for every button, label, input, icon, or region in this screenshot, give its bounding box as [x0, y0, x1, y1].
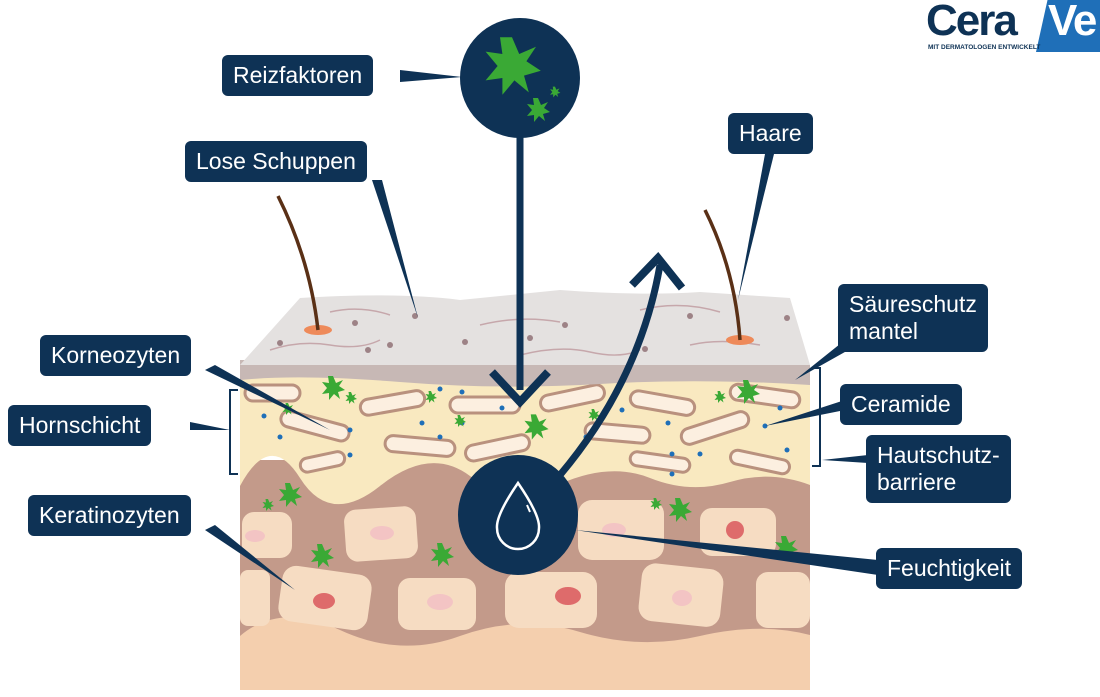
label-hautschutz-line2: barriere [877, 469, 957, 495]
label-saeureschutz-line1: Säureschutz [849, 291, 977, 317]
label-hautschutzbarriere: Hautschutz- barriere [866, 435, 1011, 503]
label-feuchtigkeit: Feuchtigkeit [876, 548, 1023, 589]
keratinocyte-cells [240, 500, 810, 631]
water-drop-icon [495, 480, 541, 551]
horny-layer-bracket-left [229, 389, 238, 475]
label-saeureschutz-line2: mantel [849, 318, 919, 344]
label-reizfaktoren: Reizfaktoren [222, 55, 374, 96]
label-hornschicht: Hornschicht [8, 405, 152, 446]
moisture-outbound-arrow [557, 251, 686, 478]
label-korneozyten: Korneozyten [40, 335, 192, 376]
label-lose-schuppen: Lose Schuppen [185, 141, 367, 182]
logo-brand-right-box: Ve [1036, 0, 1100, 52]
label-keratinozyten: Keratinozyten [28, 495, 191, 536]
hair-right [703, 209, 754, 345]
logo-tagline: MIT DERMATOLOGEN ENTWICKELT [928, 44, 1041, 51]
label-haare: Haare [728, 113, 813, 154]
acid-mantle-layer [240, 360, 810, 387]
moisture-circle [458, 455, 578, 575]
label-ceramide: Ceramide [840, 384, 962, 425]
hair-left [276, 195, 332, 335]
logo-brand-right: Ve [1048, 0, 1097, 45]
label-saeureschutzmantel: Säureschutz mantel [838, 284, 988, 352]
cerave-logo: Cera Ve MIT DERMATOLOGEN ENTWICKELT [924, 0, 1100, 56]
irritant-inbound-arrow [489, 130, 551, 408]
label-pointers [190, 70, 878, 590]
logo-brand-left: Cera [926, 0, 1018, 45]
label-hautschutz-line1: Hautschutz- [877, 442, 1000, 468]
irritant-circle [460, 18, 580, 138]
loose-scales-layer [240, 290, 810, 365]
horny-layer-bracket-right [812, 367, 821, 467]
scale-flakes [277, 313, 790, 353]
